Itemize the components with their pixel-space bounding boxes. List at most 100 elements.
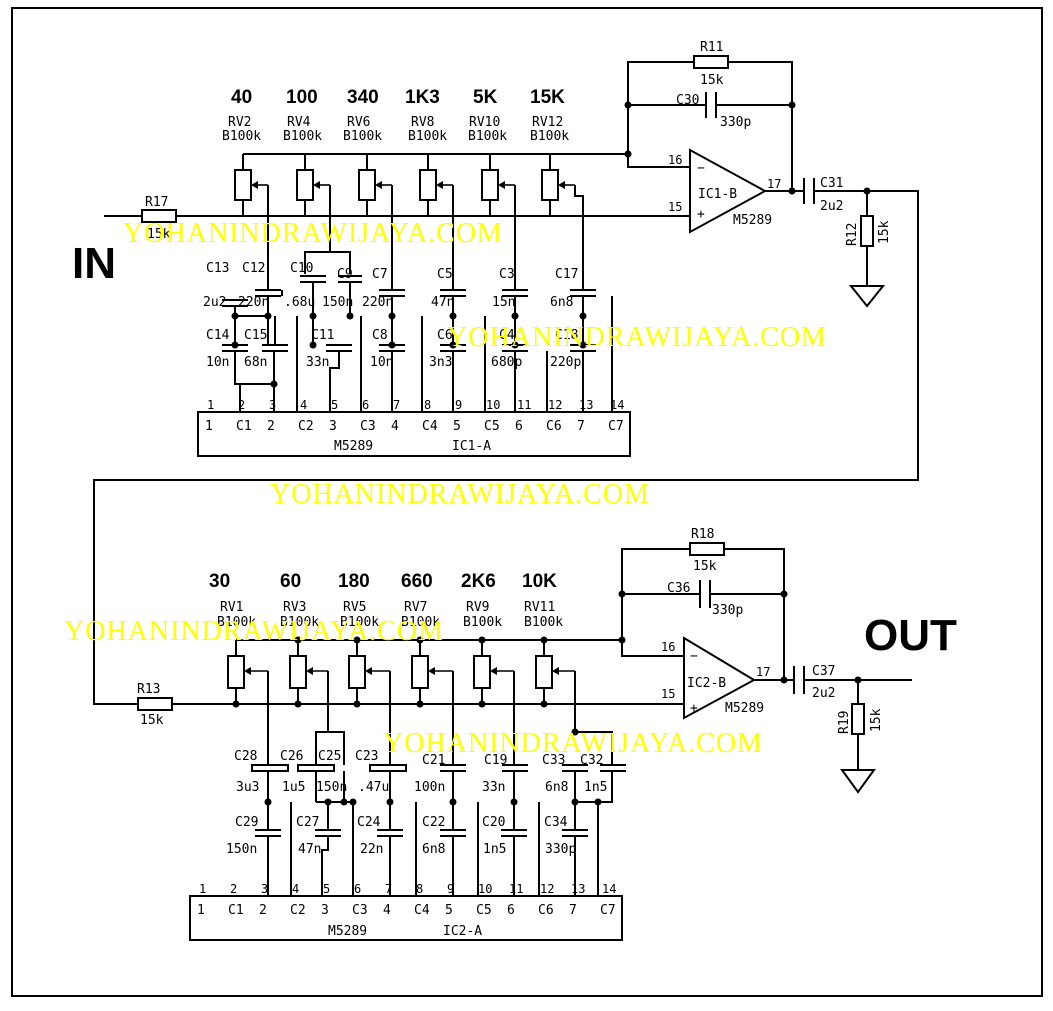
chip-pin-number: 10 (478, 882, 492, 896)
chip-pin-number: 12 (548, 398, 562, 412)
output-label: OUT (864, 611, 957, 660)
opamp-pin: 17 (756, 665, 770, 679)
chip-pin-number: 2 (238, 398, 245, 412)
cap-value: 150n (316, 780, 347, 795)
pot-name: RV1 (220, 600, 243, 615)
stage1-wiper-wires (267, 185, 584, 291)
chip-pin-number: 4 (300, 398, 307, 412)
cap-label: C14 (206, 328, 230, 343)
chip-pin-name: C7 (608, 419, 624, 434)
pot-value: B100k (283, 129, 322, 144)
cap-value: 2u2 (203, 295, 226, 310)
cap-value: 6n8 (550, 295, 573, 310)
ground-symbol (840, 769, 876, 794)
cap-label: C6 (437, 328, 453, 343)
chip-pin-number: 11 (517, 398, 531, 412)
ground-symbol (848, 285, 886, 308)
schematic-border (11, 7, 1043, 997)
opamp-inv-sign: − (697, 161, 705, 176)
r13-name: R13 (137, 682, 160, 697)
resistor-r19 (851, 703, 865, 735)
cap-label: C11 (311, 328, 334, 343)
r13-value: 15k (140, 713, 164, 728)
chip-pin-number: 12 (540, 882, 554, 896)
pot-name: RV3 (283, 600, 306, 615)
cap-label: C10 (290, 261, 313, 276)
cap-value: 220n (238, 295, 269, 310)
opamp-ic2-b (683, 636, 757, 720)
chip-pin-number: 8 (424, 398, 431, 412)
chip-pin-number: 3 (261, 882, 268, 896)
r19-value: 15k (869, 708, 884, 732)
chip-pin-number: 2 (230, 882, 237, 896)
cap-label: C28 (234, 749, 257, 764)
pot-name: RV9 (466, 600, 489, 615)
r18-value: 15k (693, 559, 717, 574)
stage-2: 30 60 180 660 2K6 10K RV1 RV3 RV5 RV7 RV… (137, 527, 912, 941)
c31-name: C31 (820, 176, 843, 191)
cap-value: 3n3 (429, 355, 452, 370)
cap-label: C23 (355, 749, 378, 764)
pot-value: B100k (280, 615, 319, 630)
band-freq: 30 (209, 571, 230, 592)
cap-value: 22n (360, 842, 383, 857)
stage2-top-bus (236, 639, 684, 657)
c37-name: C37 (812, 664, 835, 679)
cap-value: 220p (550, 355, 581, 370)
chip-pin-name: 6 (507, 903, 515, 918)
potentiometer (473, 640, 514, 704)
pot-name: RV6 (347, 115, 370, 130)
pot-name: RV11 (524, 600, 555, 615)
cap-label: C24 (357, 815, 381, 830)
chip-pin-name: C6 (546, 419, 562, 434)
chip-pin-name: 3 (329, 419, 337, 434)
opamp-name: IC2-B (687, 676, 726, 691)
pot-value: B100k (408, 129, 447, 144)
cap-label: C21 (422, 753, 445, 768)
cap-value: 220n (362, 295, 393, 310)
potentiometer (227, 640, 268, 704)
chip-pin-number: 1 (207, 398, 214, 412)
chip-pin-number: 8 (416, 882, 423, 896)
opamp-ic1-b (689, 148, 768, 234)
cap-label: C26 (280, 749, 303, 764)
potentiometer (535, 640, 575, 704)
cap-value: 6n8 (422, 842, 445, 857)
chip-ic1-a (197, 411, 631, 457)
pot-value: B100k (463, 615, 502, 630)
watermark-text: YOHANINDRAWIJAYA.COM (383, 728, 763, 759)
c37-value: 2u2 (812, 686, 835, 701)
opamp-inv-sign: − (690, 649, 698, 664)
resistor-r18 (689, 542, 725, 556)
stage2-bus-dots (232, 636, 626, 708)
chip-pin-name: 2 (259, 903, 267, 918)
cap-value: .68u (284, 295, 315, 310)
chip-pin-name: C5 (476, 903, 492, 918)
cap-value: 15n (492, 295, 515, 310)
chip-name: IC2-A (443, 924, 482, 939)
stage2-upper-caps (251, 764, 626, 803)
pot-name: RV2 (228, 115, 251, 130)
cap-value: 47n (298, 842, 321, 857)
chip-pin-name: 1 (205, 419, 213, 434)
capacitor-c37 (793, 666, 805, 694)
cap-label: C22 (422, 815, 445, 830)
interstage-wire (93, 190, 919, 705)
chip-pin-name: 5 (453, 419, 461, 434)
chip-pin-name: 2 (267, 419, 275, 434)
pot-value: B100k (468, 129, 507, 144)
cap-value: 33n (306, 355, 329, 370)
chip-part: M5289 (328, 924, 367, 939)
c36-name: C36 (667, 581, 690, 596)
c31-value: 2u2 (820, 199, 843, 214)
stage2-band-labels: 30 60 180 660 2K6 10K RV1 RV3 RV5 RV7 RV… (209, 571, 563, 630)
stage2-feedback-wires (621, 548, 794, 681)
pot-name: RV4 (287, 115, 311, 130)
r11-name: R11 (700, 40, 723, 55)
band-freq: 100 (286, 87, 318, 108)
resistor-r13 (137, 697, 173, 711)
chip-pin-number: 1 (199, 882, 206, 896)
chip-pin-name: C5 (484, 419, 500, 434)
